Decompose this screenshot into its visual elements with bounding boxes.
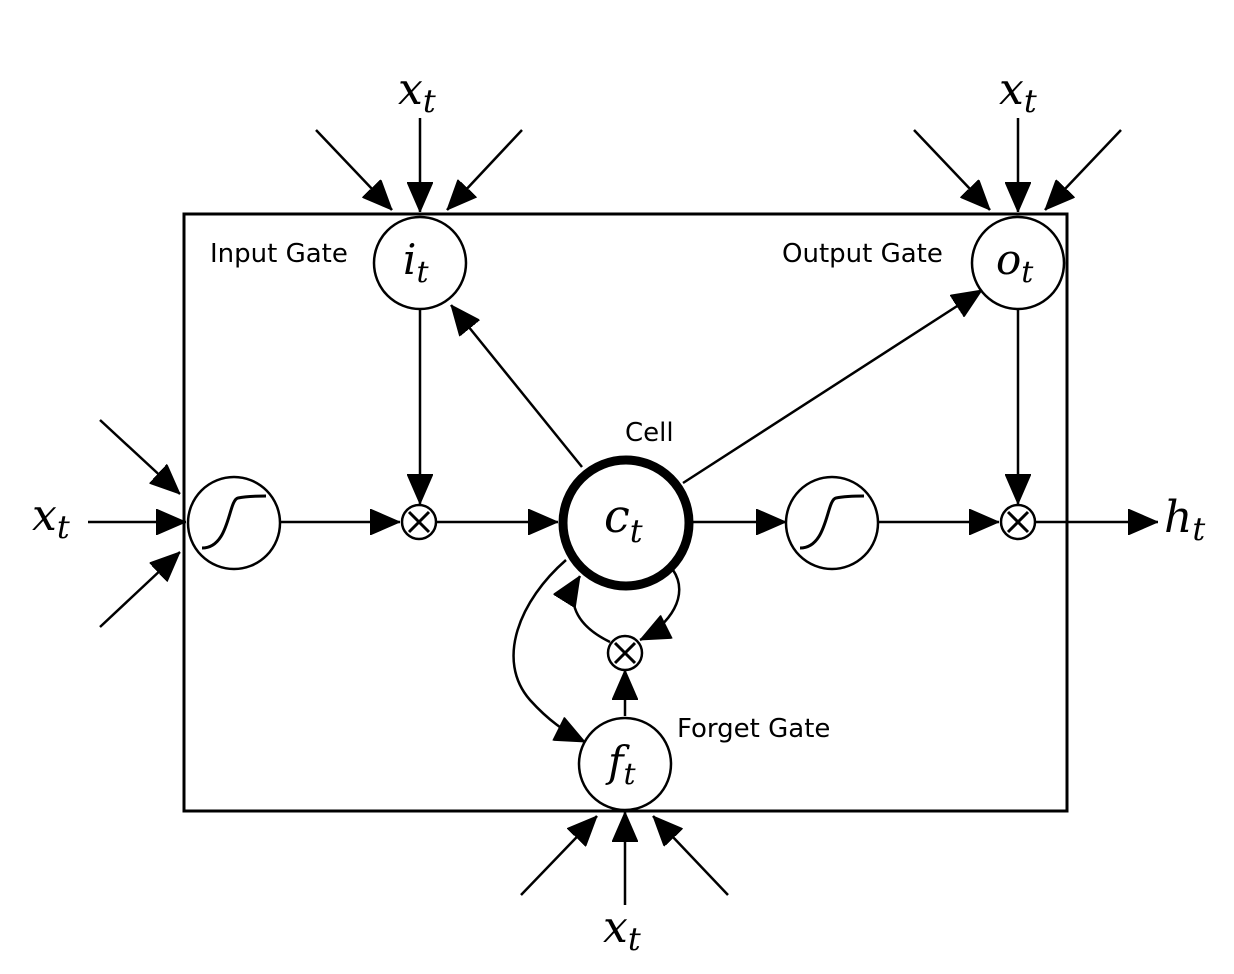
cell-to-forget-gate-arrow <box>512 559 585 744</box>
sigmoid-icon <box>799 494 865 550</box>
output-gate-x-label: xt <box>999 64 1037 120</box>
cell-input-arrows <box>88 419 186 628</box>
svg-text:ot: ot <box>996 235 1034 290</box>
input-gate-inputs <box>315 118 523 212</box>
forget-gate-inputs <box>520 812 729 905</box>
input-squash-node <box>186 475 282 571</box>
output-gate-node: ot <box>970 215 1066 311</box>
cell-node: ct <box>558 455 694 591</box>
forget-gate-node: ft <box>577 716 673 812</box>
output-gate-inputs <box>913 118 1122 212</box>
cell-input-x-label: xt <box>32 490 70 546</box>
input-multiply-node <box>400 503 438 541</box>
cell-to-forget-multiply-arrow <box>640 569 681 642</box>
output-h-label: ht <box>1164 492 1205 548</box>
input-gate-x-label: xt <box>398 64 436 120</box>
forget-gate-x-label: xt <box>603 902 641 958</box>
forget-multiply-node <box>606 634 644 672</box>
input-gate-label: Input Gate <box>210 239 348 269</box>
output-squash-node <box>784 475 880 571</box>
svg-text:it: it <box>403 235 429 290</box>
svg-text:ct: ct <box>604 489 643 550</box>
sigmoid-icon <box>201 494 267 550</box>
cell-to-input-gate-arrow <box>450 305 583 468</box>
forget-multiply-to-cell-arrow <box>573 576 611 644</box>
output-multiply-node <box>999 503 1037 541</box>
forget-gate-label: Forget Gate <box>677 714 830 744</box>
cell-label: Cell <box>625 418 674 448</box>
input-gate-node: it <box>372 215 468 311</box>
output-gate-label: Output Gate <box>782 239 943 269</box>
cell-to-output-gate-arrow <box>682 288 982 485</box>
